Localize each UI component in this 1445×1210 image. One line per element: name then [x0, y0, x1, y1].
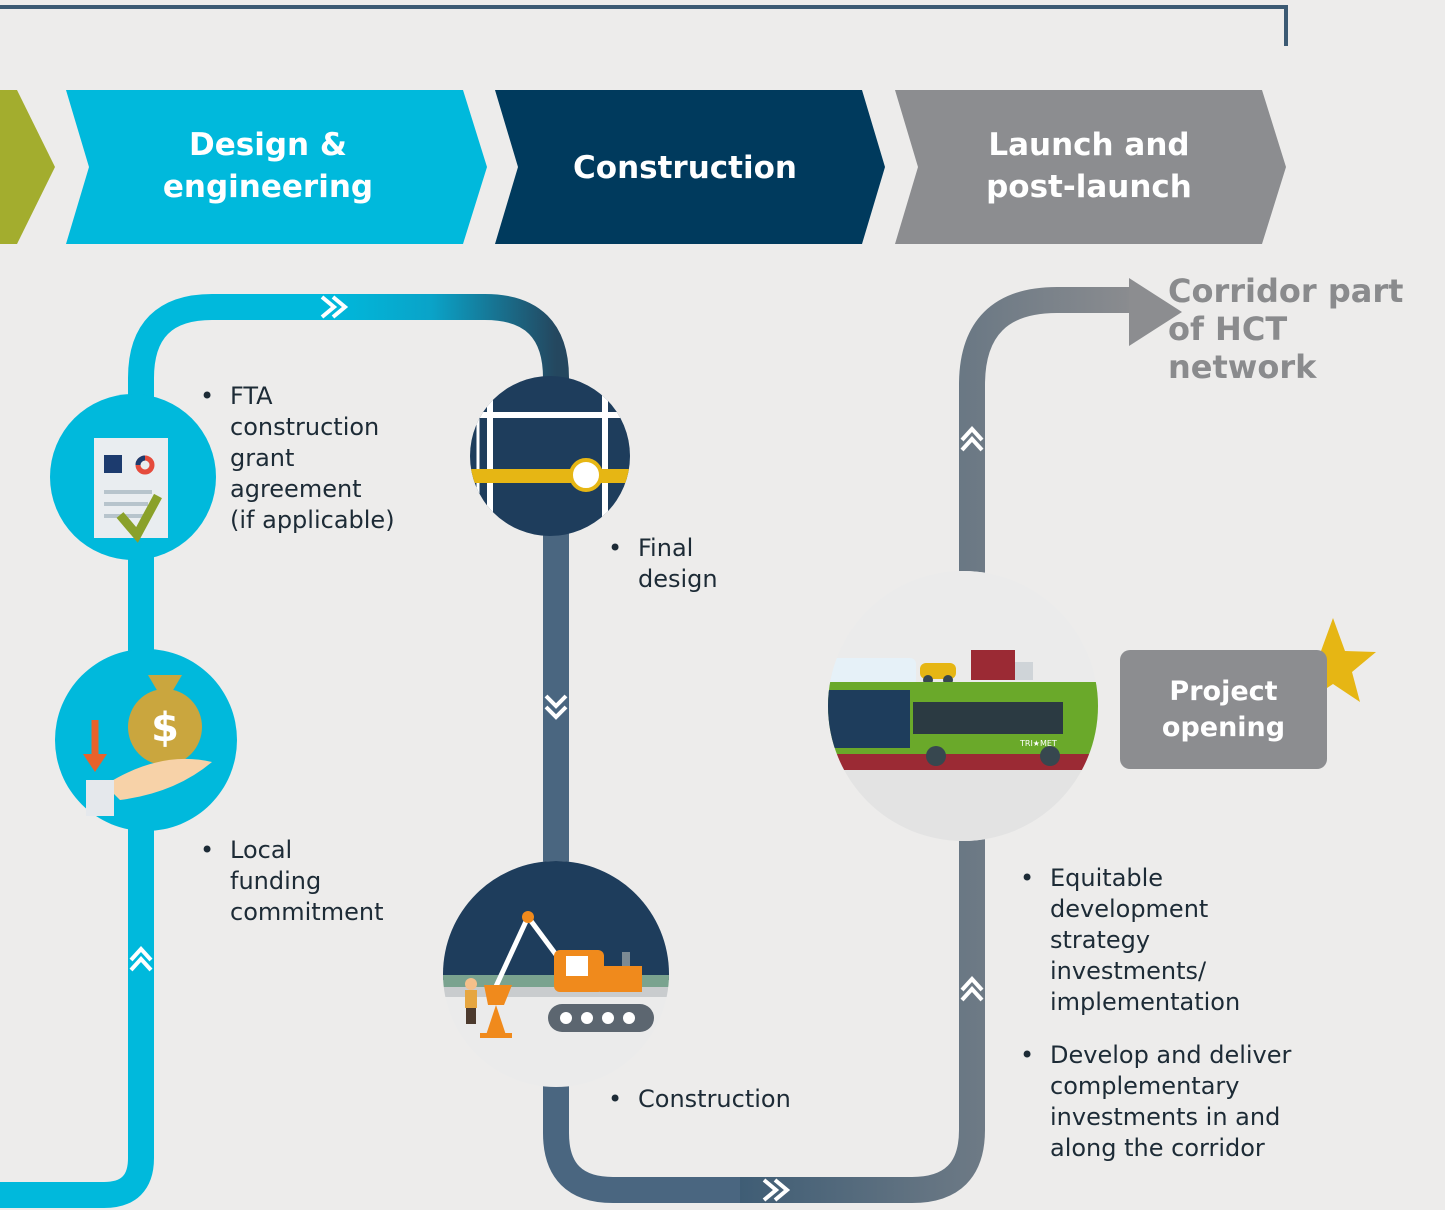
phase-chevron-construction [495, 90, 885, 244]
chevron-icon [129, 946, 153, 972]
timeline-path-launch [740, 287, 1140, 1203]
chevron-icon [320, 295, 349, 319]
project-opening-label: Project opening [1161, 675, 1286, 743]
chevron-icon [762, 1178, 791, 1202]
phase-chevron-launch [895, 90, 1286, 244]
phase-chevron-design [66, 90, 487, 244]
bullet-final-design: Final design [608, 533, 808, 595]
bullet-local-funding: Local funding commitment [200, 835, 440, 928]
chevron-icon [960, 976, 984, 1002]
project-opening-callout: Project opening [1120, 650, 1327, 769]
grant-document-icon [50, 394, 216, 560]
bullet-equitable-development: Equitable development strategy investmen… [1020, 863, 1320, 1018]
bullet-construction: Construction [608, 1084, 868, 1115]
star-icon [1290, 618, 1376, 702]
design-bullets-fta: FTA construction grant agreement (if app… [200, 381, 440, 558]
street-map-icon [470, 376, 630, 536]
timeline-path-top [330, 294, 569, 420]
timeline-path-construction [543, 420, 760, 1203]
chevron-icon [960, 426, 984, 452]
timeline-path-design [0, 294, 345, 1208]
outcome-arrow-icon [1129, 278, 1182, 346]
construction-bullets-build: Construction [608, 1084, 868, 1137]
outcome-label: Corridor part of HCT network [1168, 272, 1404, 386]
svg-text:TRI★MET: TRI★MET [1019, 739, 1057, 748]
funding-money-bag-icon: $ [55, 649, 237, 831]
chevron-icon [544, 694, 568, 720]
design-bullets-local: Local funding commitment [200, 835, 440, 950]
excavator-icon [443, 861, 669, 1087]
svg-text:$: $ [151, 705, 179, 751]
launch-bullets: Equitable development strategy investmen… [1020, 863, 1320, 1186]
phase-label-construction: Construction [573, 150, 797, 186]
bus-traffic-icon: TRI★MET [828, 571, 1098, 841]
previous-phase-chevron [0, 90, 55, 244]
phase-label-design: Design & engineering [162, 127, 374, 205]
bullet-fta-grant: FTA construction grant agreement (if app… [200, 381, 440, 536]
phase-label-launch: Launch and post-launch [986, 127, 1192, 205]
construction-bullets-final: Final design [608, 533, 808, 617]
frame-line [0, 5, 1288, 46]
bullet-complementary-investments: Develop and deliver complementary invest… [1020, 1040, 1320, 1164]
